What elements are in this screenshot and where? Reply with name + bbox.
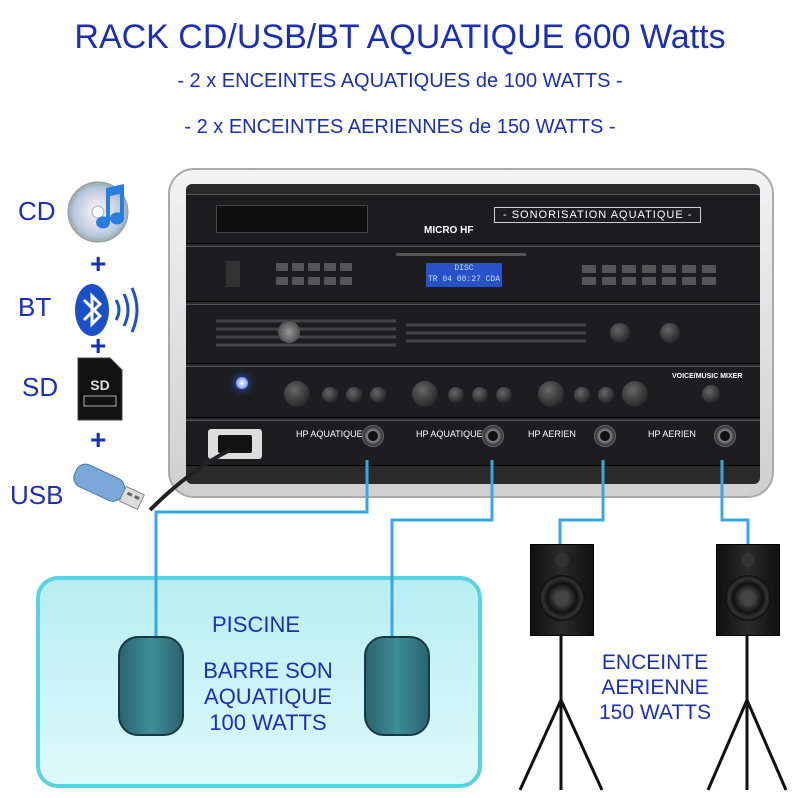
mixer-knob[interactable] xyxy=(538,381,564,407)
preset-buttons xyxy=(276,263,372,287)
display-line1: DISC xyxy=(454,264,474,273)
mixer-label: VOICE/MUSIC MIXER xyxy=(672,373,743,380)
source-label-bt: BT xyxy=(18,292,52,322)
speakon-jack[interactable] xyxy=(594,425,616,447)
subtitle-aerial: - 2 x ENCEINTES AERIENNES de 150 WATTS - xyxy=(184,116,616,138)
speaker-outputs: HP AQUATIQUE HP AQUATIQUE HP AERIEN HP A… xyxy=(186,420,760,466)
cd-music-icon xyxy=(66,174,136,244)
pool-label: PISCINE xyxy=(211,612,301,637)
sd-slot xyxy=(226,261,240,287)
disc-slot xyxy=(396,253,526,256)
plus-sign: + xyxy=(90,330,107,361)
output-label: HP AQUATIQUE xyxy=(296,429,363,439)
player-display: DISC TR 04 00:27 CDA xyxy=(426,263,502,287)
sd-card-icon: SD xyxy=(76,356,124,422)
power-cable xyxy=(148,448,231,512)
rack-case: MICRO HF - SONORISATION AQUATIQUE - DISC… xyxy=(168,168,774,498)
main-title: RACK CD/USB/BT AQUATIQUE 600 Watts xyxy=(74,18,726,56)
pool xyxy=(36,576,482,788)
mixer-knob[interactable] xyxy=(622,381,648,407)
display-line2: TR 04 00:27 CDA xyxy=(427,275,500,284)
mixer-knob[interactable] xyxy=(412,381,438,407)
aerial-speaker-left xyxy=(530,544,594,636)
amp-vents-center xyxy=(406,319,586,351)
mixer-knob[interactable] xyxy=(284,381,310,407)
mixer-knob[interactable] xyxy=(598,387,614,403)
amp-power-button[interactable] xyxy=(278,321,300,343)
micro-hf-receiver: MICRO HF - SONORISATION AQUATIQUE - xyxy=(186,194,760,244)
speakon-jack[interactable] xyxy=(714,425,736,447)
mixer-knob[interactable] xyxy=(370,387,386,403)
output-label: HP AERIEN xyxy=(648,429,696,439)
stand-right xyxy=(706,634,788,791)
output-label: HP AQUATIQUE xyxy=(416,429,483,439)
mixer-knob[interactable] xyxy=(448,387,464,403)
power-amplifier xyxy=(186,304,760,364)
subtitle-aquatic: - 2 x ENCEINTES AQUATIQUES de 100 WATTS … xyxy=(177,70,623,92)
svg-text:SD: SD xyxy=(90,377,109,393)
amp-volume-knob-2[interactable] xyxy=(660,323,680,343)
aquatic-speaker-right xyxy=(364,636,430,736)
mixer-knob[interactable] xyxy=(322,387,338,403)
cable-aquatic-left xyxy=(154,460,369,636)
plus-sign: + xyxy=(90,248,107,279)
mixer-knob[interactable] xyxy=(472,387,488,403)
sonorisation-banner: - SONORISATION AQUATIQUE - xyxy=(494,207,702,223)
source-label-sd: SD xyxy=(22,372,59,402)
cable-aerial-left xyxy=(558,460,605,544)
power-led xyxy=(236,377,248,389)
mixer-master-knob[interactable] xyxy=(702,385,720,403)
aquatic-speaker-text: BARRE SON AQUATIQUE 100 WATTS xyxy=(203,658,333,735)
speakon-jack[interactable] xyxy=(482,425,504,447)
cable-aquatic-right xyxy=(390,460,494,636)
source-label-cd: CD xyxy=(18,196,56,226)
mixer-knob[interactable] xyxy=(574,387,590,403)
rack-frame: MICRO HF - SONORISATION AQUATIQUE - DISC… xyxy=(186,184,760,484)
transport-buttons xyxy=(582,261,722,289)
power-inlet xyxy=(208,429,262,459)
source-label-usb: USB xyxy=(10,480,64,510)
cable-aerial-right xyxy=(720,460,750,544)
amp-volume-knob-1[interactable] xyxy=(610,323,630,343)
aerial-speaker-text: ENCEINTE AERIENNE 150 WATTS xyxy=(598,651,712,724)
plus-sign: + xyxy=(90,424,107,455)
speakon-jack[interactable] xyxy=(362,425,384,447)
stand-left xyxy=(518,634,604,791)
cd-usb-bt-player: DISC TR 04 00:27 CDA xyxy=(186,246,760,302)
mixer-knob[interactable] xyxy=(346,387,362,403)
voice-music-mixer: VOICE/MUSIC MIXER xyxy=(186,366,760,418)
amp-vents-left xyxy=(216,315,396,355)
aquatic-speaker-left xyxy=(118,636,184,736)
aerial-speaker-right xyxy=(716,544,780,636)
micro-hf-label: MICRO HF xyxy=(424,225,474,236)
receiver-panel xyxy=(216,205,368,233)
mixer-knob[interactable] xyxy=(496,387,512,403)
output-label: HP AERIEN xyxy=(528,429,576,439)
usb-stick-icon xyxy=(66,454,148,520)
bluetooth-icon xyxy=(72,282,146,338)
